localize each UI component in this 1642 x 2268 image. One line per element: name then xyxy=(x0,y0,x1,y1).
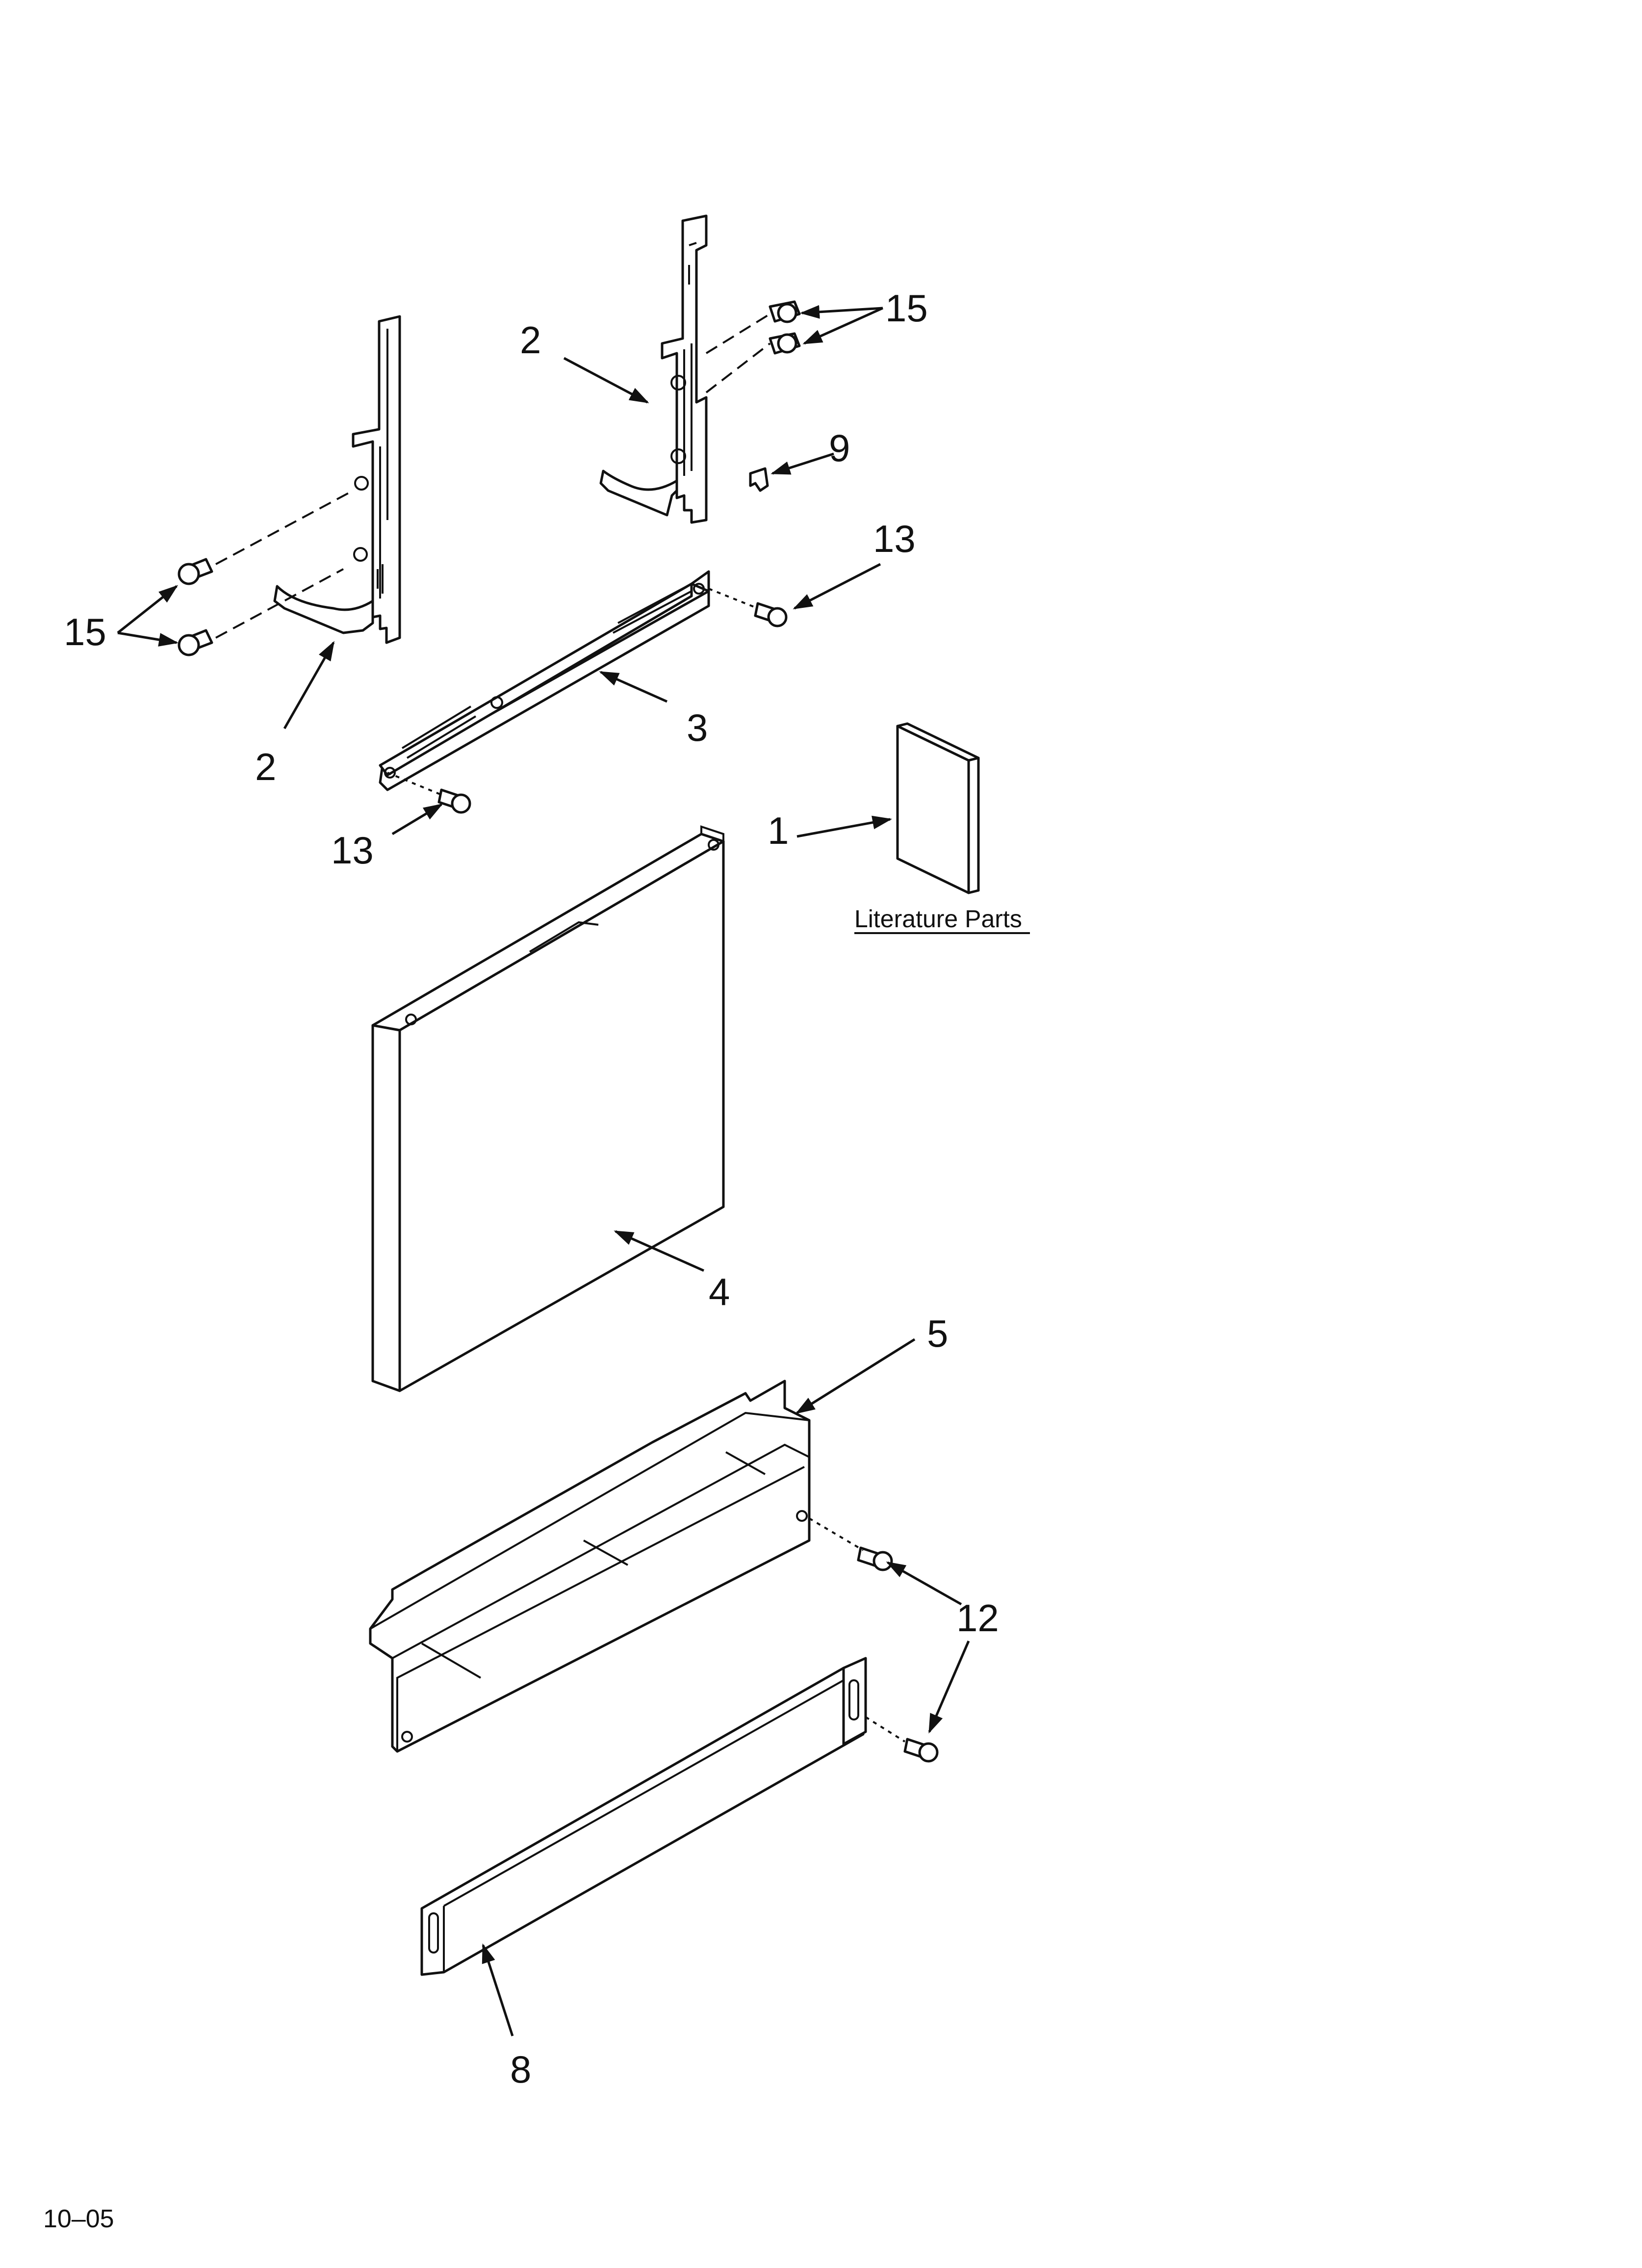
literature-parts-label: Literature Parts xyxy=(854,905,1022,933)
callout-1: 1 xyxy=(768,809,789,852)
support-channel xyxy=(379,570,710,791)
door-panel xyxy=(371,825,725,1392)
callout-2-top: 2 xyxy=(520,318,541,362)
callout-15-left: 15 xyxy=(64,610,106,653)
screw-15-left-upper xyxy=(178,558,213,585)
hinge-bracket-right xyxy=(599,214,708,524)
screw-12-lower xyxy=(903,1738,939,1763)
callout-9: 9 xyxy=(829,426,850,469)
callout-8: 8 xyxy=(510,2048,531,2091)
kick-plate xyxy=(420,1657,867,1976)
callout-13-right: 13 xyxy=(873,517,916,560)
callout-12: 12 xyxy=(956,1596,999,1640)
callout-4: 4 xyxy=(709,1270,730,1313)
alignment-lines xyxy=(215,313,906,1743)
screw-15-right-upper xyxy=(769,300,801,323)
toe-panel-bracket xyxy=(369,1380,811,1753)
leader-lines xyxy=(117,305,970,2036)
screw-13-left xyxy=(437,788,471,814)
revision-date: 10–05 xyxy=(43,2205,114,2233)
callout-5: 5 xyxy=(927,1312,948,1355)
literature-booklet xyxy=(896,722,980,894)
callout-3: 3 xyxy=(687,706,708,749)
screw-13-right xyxy=(754,602,788,627)
screw-15-left-lower xyxy=(178,629,213,656)
screw-12-upper xyxy=(857,1546,893,1571)
clip-9 xyxy=(749,467,769,492)
callout-15-right: 15 xyxy=(885,287,928,330)
screw-15-right-lower xyxy=(769,332,801,355)
callout-13-left: 13 xyxy=(331,829,374,872)
hinge-bracket-left xyxy=(273,315,401,644)
callout-2-left: 2 xyxy=(255,745,276,788)
